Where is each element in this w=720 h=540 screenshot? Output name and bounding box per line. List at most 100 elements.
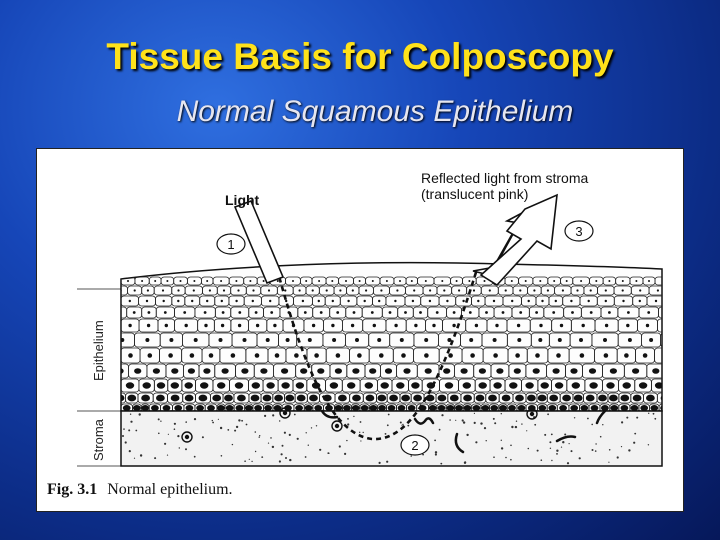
stroma-dot [493, 456, 495, 459]
cell-nucleus [475, 394, 485, 402]
cell-nucleus [369, 368, 377, 374]
stroma-dot [219, 426, 223, 430]
cell-nucleus [492, 299, 496, 303]
svg-text:3: 3 [575, 224, 582, 239]
cell-nucleus [281, 368, 289, 374]
cell-nucleus [179, 280, 182, 282]
cell-nucleus [404, 311, 407, 314]
stroma-dot [217, 418, 219, 420]
stroma-dot [562, 441, 565, 444]
cell-nucleus [121, 338, 125, 342]
cell-nucleus [237, 323, 242, 328]
cell-nucleus [401, 394, 410, 402]
cell-nucleus [284, 289, 287, 292]
stroma-dot [270, 437, 272, 439]
cell-nucleus [379, 353, 384, 358]
cell-nucleus [305, 280, 308, 282]
cell-nucleus [524, 280, 527, 282]
cell-nucleus [428, 299, 432, 303]
cell-nucleus [462, 299, 465, 303]
cell-nucleus [121, 289, 122, 292]
stroma-dot [578, 457, 581, 460]
cell-nucleus [538, 405, 547, 411]
cell-nucleus [377, 338, 382, 342]
cell-nucleus [458, 289, 461, 292]
stroma-dot [573, 417, 576, 419]
cell-nucleus [196, 405, 205, 411]
cell-nucleus [222, 289, 226, 292]
incoming-light-arrow [233, 199, 285, 285]
stroma-dot [283, 431, 286, 434]
cell-nucleus [667, 324, 670, 327]
cell-nucleus [557, 338, 562, 342]
label-reflected-line2: (translucent pink) [421, 186, 528, 202]
cell-nucleus [517, 338, 522, 342]
cell-nucleus [252, 289, 255, 292]
stroma-dot [304, 456, 307, 458]
cell-nucleus [151, 405, 159, 411]
cell-nucleus [358, 280, 361, 282]
stroma-dot [602, 424, 604, 426]
cell-nucleus [184, 382, 193, 389]
cell-nucleus [235, 405, 244, 411]
cell-nucleus [254, 405, 262, 411]
cell-nucleus [192, 289, 195, 292]
cell-nucleus [377, 394, 387, 402]
stroma-dot [556, 453, 558, 455]
label-light: Light [225, 192, 260, 208]
cell-nucleus [284, 405, 292, 411]
stroma-dot [122, 435, 124, 437]
cell-nucleus [177, 299, 180, 303]
cell-nucleus [673, 368, 680, 374]
cell-nucleus [504, 289, 507, 292]
stroma-dot [449, 419, 451, 421]
cell-nucleus [414, 323, 418, 328]
cell-nucleus [193, 280, 196, 282]
cell-nucleus [621, 280, 624, 282]
cell-nucleus [307, 338, 312, 342]
stroma-dot [500, 447, 504, 450]
cell-nucleus [208, 353, 214, 358]
stroma-dot [434, 451, 438, 454]
stroma-dot [178, 447, 180, 449]
cell-nucleus [510, 280, 513, 282]
cell-nucleus [488, 394, 497, 402]
stroma-dot [514, 425, 518, 429]
cell-nucleus [579, 338, 583, 342]
stroma-dot [231, 443, 234, 446]
cell-nucleus [501, 311, 505, 314]
cell-nucleus [212, 394, 222, 402]
cell-nucleus [125, 382, 135, 389]
stroma-dot [402, 423, 404, 426]
cell-nucleus [156, 394, 165, 402]
cell-nucleus [660, 394, 662, 402]
cell-nucleus [444, 382, 454, 389]
stroma-dot [234, 429, 237, 432]
cell-nucleus [184, 323, 188, 328]
cell-nucleus [262, 280, 265, 282]
stroma-dot [128, 429, 131, 432]
cell-nucleus [495, 323, 499, 328]
cell-nucleus [525, 382, 534, 389]
cell-nucleus [292, 280, 294, 282]
stroma-layer [120, 410, 663, 467]
stroma-dot [124, 441, 127, 444]
cell-nucleus [559, 405, 567, 411]
cell-nucleus [656, 289, 660, 292]
stroma-dot [160, 420, 162, 422]
stroma-dot [386, 460, 389, 463]
cell-nucleus [606, 382, 615, 389]
cell-nucleus [385, 280, 388, 282]
cell-nucleus [249, 280, 252, 282]
stroma-dot [384, 433, 387, 435]
stroma-dot [500, 413, 502, 415]
cell-nucleus [539, 323, 543, 328]
stroma-dot [359, 431, 361, 433]
cell-nucleus [285, 394, 295, 402]
cell-nucleus [493, 353, 498, 358]
cell-nucleus [162, 299, 165, 303]
cell-nucleus [671, 300, 673, 302]
cell-nucleus [183, 311, 187, 314]
layer-label-stroma: Stroma [91, 418, 106, 461]
cell-nucleus [363, 299, 366, 303]
